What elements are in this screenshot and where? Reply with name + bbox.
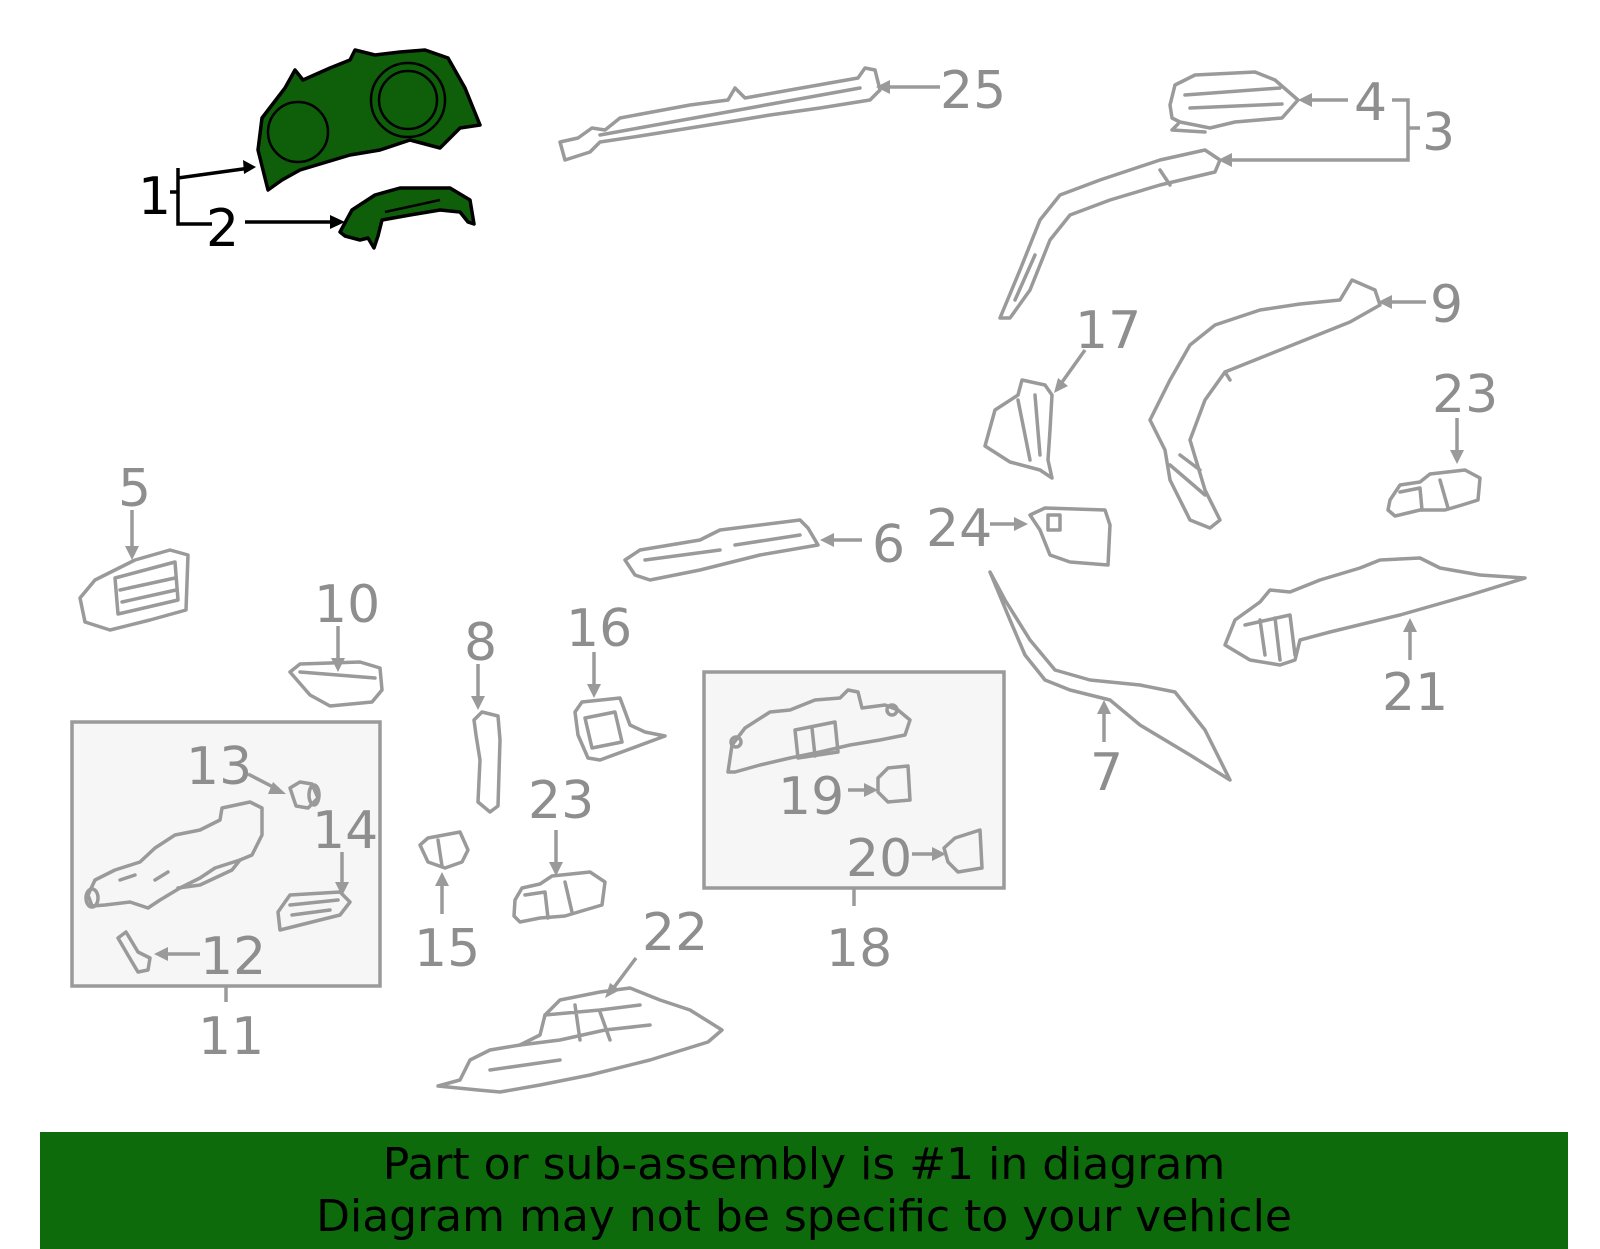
part-11-assembly[interactable] [84,800,264,910]
callout-23-left: 23 [528,771,594,831]
part-1-highlighted[interactable] [256,48,482,192]
part-25[interactable] [558,66,882,162]
part-8[interactable] [472,710,502,814]
part-24[interactable] [1028,506,1112,567]
callout-7: 7 [1090,743,1123,803]
part-9[interactable] [1148,278,1382,530]
part-2-highlighted[interactable] [338,186,476,250]
part-19[interactable] [876,764,912,804]
part-21[interactable] [1223,556,1527,667]
part-22[interactable] [436,986,724,1094]
callout-5: 5 [118,459,151,519]
part-12[interactable] [116,930,152,974]
callout-19: 19 [778,767,844,827]
part-3[interactable] [998,148,1222,320]
part-20[interactable] [942,828,984,874]
callout-25: 25 [940,61,1006,121]
callout-24: 24 [926,499,992,559]
callout-15: 15 [414,919,480,979]
group-box-11 [70,720,382,988]
callout-20: 20 [846,829,912,889]
callout-12: 12 [200,927,266,987]
callout-18: 18 [826,919,892,979]
callout-16: 16 [566,599,632,659]
callout-3: 3 [1422,103,1455,163]
callout-17: 17 [1075,301,1141,361]
callout-11: 11 [198,1007,264,1067]
callout-21: 21 [1382,663,1448,723]
part-5[interactable] [78,548,190,632]
part-7[interactable] [988,570,1232,782]
callout-1: 1 [138,167,171,227]
callout-13: 13 [186,737,252,797]
callout-8: 8 [464,613,497,673]
info-banner: Part or sub-assembly is #1 in diagram Di… [40,1132,1568,1249]
callout-6: 6 [872,515,905,575]
callout-22: 22 [642,903,708,963]
part-23-right[interactable] [1386,468,1482,518]
part-10[interactable] [288,660,384,708]
callout-2: 2 [206,199,239,259]
callout-4: 4 [1354,73,1387,133]
callout-10: 10 [314,575,380,635]
banner-line-1: Part or sub-assembly is #1 in diagram [382,1138,1226,1190]
banner-line-2: Diagram may not be specific to your vehi… [316,1190,1292,1242]
callout-9: 9 [1430,275,1463,335]
part-13[interactable] [288,780,321,810]
part-17[interactable] [983,378,1054,480]
callout-14: 14 [312,801,378,861]
part-4[interactable] [1168,70,1300,134]
part-18-assembly[interactable] [726,688,912,774]
part-23-left[interactable] [512,870,607,924]
callout-23-right: 23 [1432,365,1498,425]
part-14[interactable] [276,890,352,932]
part-6[interactable] [623,518,820,582]
part-16[interactable] [573,696,667,762]
leader-1-2 [170,160,345,229]
part-15[interactable] [418,830,470,870]
